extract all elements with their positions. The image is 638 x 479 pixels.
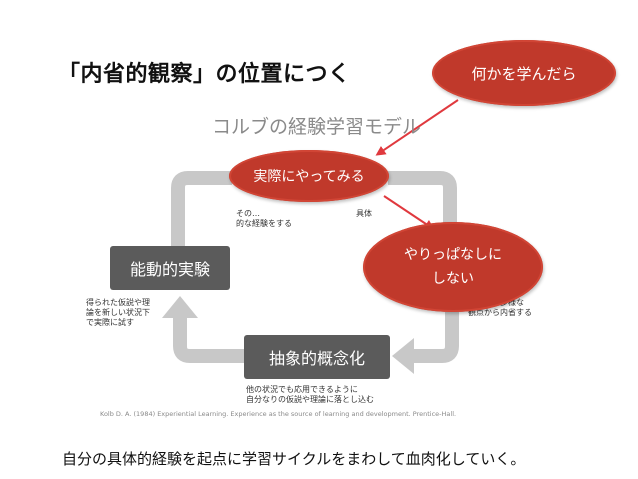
description-line: 観点から内省する xyxy=(468,308,532,317)
concrete-experience-description: その… 具体 的な経験をする xyxy=(236,209,372,229)
callout-learn: 何かを学んだら xyxy=(432,40,616,106)
red-arrow-do-to-reflect xyxy=(383,195,435,230)
description-line: 論を新しい状況下 xyxy=(86,308,150,317)
callout-reflect: やりっぱなしに しない xyxy=(363,222,543,312)
slide-heading: 「内省的観察」の位置につく xyxy=(58,62,351,87)
description-line: 得られた仮説や理 xyxy=(86,298,150,307)
callout-line: やりっぱなしに xyxy=(404,247,502,263)
cycle-arrow-bottom-left xyxy=(162,296,244,363)
active-experimentation-description: 得られた仮説や理 論を新しい状況下 で実際に試す xyxy=(86,298,150,328)
description-line: 他の状況でも応用できるように xyxy=(246,385,358,394)
model-title: コルブの経験学習モデル xyxy=(212,116,422,138)
stage-box-active-experimentation: 能動的実験 xyxy=(110,246,230,290)
cycle-arrow-right xyxy=(388,171,457,224)
cycle-arrow-bottom-right xyxy=(392,312,459,374)
abstract-conceptualization-description: 他の状況でも応用できるように 自分なりの仮説や理論に落とし込む xyxy=(246,385,374,405)
cycle-arrow-top xyxy=(171,171,232,246)
red-arrow-learn-to-do xyxy=(375,99,459,156)
callout-concrete-experience: 実際にやってみる xyxy=(229,150,389,202)
callout-line: しない xyxy=(432,271,474,287)
description-line: 自分なりの仮説や理論に落とし込む xyxy=(246,395,374,404)
description-line: で実際に試す xyxy=(86,318,134,327)
summary-text: 自分の具体的経験を起点に学習サイクルをまわして血肉化していく。 xyxy=(62,450,526,468)
description-line: その… 具体 xyxy=(236,209,372,218)
stage-box-abstract-conceptualization: 抽象的概念化 xyxy=(244,335,390,379)
description-line: 的な経験をする xyxy=(236,219,292,228)
citation: Kolb D. A. (1984) Experiential Learning.… xyxy=(100,410,457,418)
